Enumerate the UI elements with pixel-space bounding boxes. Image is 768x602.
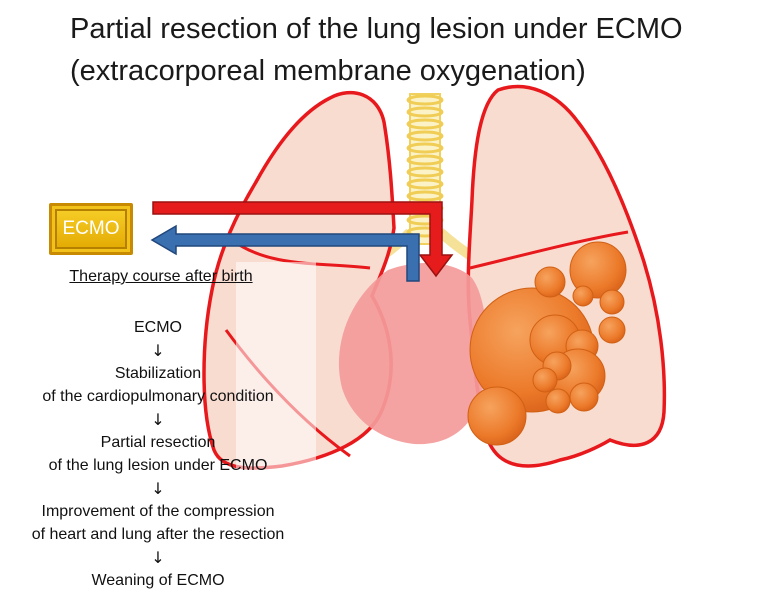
therapy-steps: ECMO ↓ Stabilization of the cardiopulmonary… <box>8 316 308 592</box>
therapy-step-text: of the lung lesion under ECMO <box>48 457 268 474</box>
therapy-step-text: ECMO <box>134 319 182 336</box>
lesion-nodule <box>532 367 558 393</box>
therapy-step-text: Improvement of the compression <box>41 503 275 520</box>
down-arrow-icon: ↓ <box>151 479 165 498</box>
ecmo-machine-box: ECMO <box>49 203 133 255</box>
trachea-ring <box>406 178 444 190</box>
trachea-ring <box>406 118 444 130</box>
trachea-ring <box>406 106 444 118</box>
ecmo-outflow-arrow <box>152 201 454 278</box>
lesion-nodule <box>534 266 566 298</box>
title-line-1: Partial resection of the lung lesion und… <box>70 13 683 45</box>
left-lung-fissure <box>469 230 629 270</box>
trachea-ring <box>406 190 444 202</box>
down-arrow-icon: ↓ <box>151 410 165 429</box>
down-arrow-icon: ↓ <box>151 548 165 567</box>
lesion-nodule <box>572 285 594 307</box>
down-arrow-icon: ↓ <box>151 341 165 360</box>
therapy-course-heading: Therapy course after birth <box>69 268 253 285</box>
lesion-nodule <box>545 388 571 414</box>
trachea-ring <box>406 130 444 142</box>
therapy-step-text: Weaning of ECMO <box>91 572 225 589</box>
trachea-ring <box>406 94 444 106</box>
trachea <box>369 93 483 267</box>
heart <box>338 263 487 445</box>
trachea-ring <box>406 142 444 154</box>
diagram-title: Partial resection of the lung lesion und… <box>70 8 760 92</box>
lesion-nodule <box>599 289 625 315</box>
therapy-step-text: of the cardiopulmonary condition <box>42 388 274 405</box>
lesion-nodule <box>569 382 599 412</box>
lesion-nodule <box>467 386 527 446</box>
lesion-nodule <box>598 316 626 344</box>
title-line-2: (extracorporeal membrane oxygenation) <box>70 55 586 87</box>
lesion-nodule <box>569 241 627 299</box>
therapy-step-text: of heart and lung after the resection <box>31 526 285 543</box>
lung-lesion-cluster <box>467 241 627 446</box>
ecmo-return-arrow <box>150 224 420 282</box>
trachea-ring <box>406 154 444 166</box>
therapy-step-text: Stabilization <box>114 365 202 382</box>
therapy-step-text: Partial resection <box>100 434 216 451</box>
trachea-ring <box>406 166 444 178</box>
text-panel-overlay <box>236 262 316 470</box>
